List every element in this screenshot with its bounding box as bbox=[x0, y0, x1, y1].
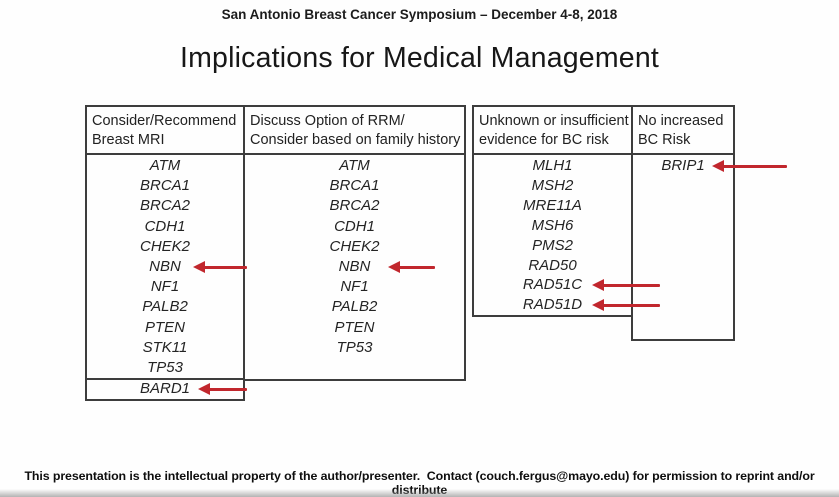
column-consider-recommend-breast-mri: Consider/Recommend Breast MRI ATM BRCA1 … bbox=[85, 105, 245, 401]
gene-label: CHEK2 bbox=[139, 237, 191, 255]
gene-label: PALB2 bbox=[142, 298, 188, 316]
gene-label: PTEN bbox=[334, 318, 375, 336]
column-header-line: No increased bbox=[638, 113, 724, 129]
gene-label: PTEN bbox=[144, 318, 185, 336]
page-title: Implications for Medical Management bbox=[179, 42, 660, 74]
arrow-head bbox=[712, 160, 724, 172]
gene-label: NBN bbox=[149, 258, 181, 276]
gene-label: RAD51C bbox=[522, 276, 583, 294]
gene-label: TP53 bbox=[147, 359, 183, 377]
column-header: No increased BC Risk bbox=[633, 107, 733, 155]
column-header: Consider/Recommend Breast MRI bbox=[87, 107, 243, 155]
gene-label: BRCA2 bbox=[329, 197, 380, 215]
arrow-shaft bbox=[398, 266, 435, 270]
gene-label: RAD50 bbox=[528, 256, 577, 274]
appended-gene-row: BARD1 bbox=[87, 378, 243, 397]
arrow-head bbox=[198, 383, 210, 395]
arrow-shaft bbox=[602, 284, 660, 288]
red-arrow-icon-rad51d bbox=[592, 299, 660, 312]
red-arrow-icon-nbn-col2 bbox=[388, 261, 435, 274]
gene-label: MLH1 bbox=[532, 157, 573, 174]
gene-label: PMS2 bbox=[532, 236, 573, 254]
gene-list: ATM BRCA1 BRCA2 CDH1 CHEK2 NBN NF1 PALB2… bbox=[245, 155, 464, 358]
red-arrow-icon-bard1 bbox=[198, 383, 247, 396]
conference-header: San Antonio Breast Cancer Symposium – De… bbox=[221, 7, 618, 22]
gene-label: CHEK2 bbox=[329, 237, 380, 255]
gene-label: PALB2 bbox=[331, 298, 378, 316]
arrow-head bbox=[592, 299, 604, 311]
gene-list: MLH1 MSH2 MRE11A MSH6 PMS2 RAD50 RAD51C … bbox=[474, 155, 631, 315]
column-header-line: Discuss Option of RRM/ bbox=[250, 113, 405, 129]
bottom-edge-band bbox=[0, 489, 839, 497]
arrow-shaft bbox=[602, 304, 660, 308]
gene-label: ATM bbox=[149, 157, 181, 174]
column-header: Unknown or insufficient evidence for BC … bbox=[474, 107, 631, 155]
gene-label: RAD51D bbox=[522, 296, 583, 314]
arrow-head bbox=[592, 279, 604, 291]
column-no-increased-bc-risk: No increased BC Risk BRIP1 bbox=[631, 105, 735, 341]
gene-label: TP53 bbox=[336, 338, 373, 356]
column-unknown-or-insufficient-evidence: Unknown or insufficient evidence for BC … bbox=[472, 105, 633, 317]
gene-list: BRIP1 bbox=[633, 155, 733, 176]
gene-label: NBN bbox=[338, 258, 371, 276]
gene-label: BRCA2 bbox=[139, 197, 191, 215]
column-header-line: Consider/Recommend bbox=[92, 113, 237, 129]
arrow-shaft bbox=[722, 165, 787, 169]
gene-label: CDH1 bbox=[144, 217, 186, 235]
gene-label: NF1 bbox=[150, 278, 180, 296]
arrow-head bbox=[388, 261, 400, 273]
column-header-line: Consider based on family history bbox=[250, 132, 461, 148]
arrow-head bbox=[193, 261, 205, 273]
gene-list: ATM BRCA1 BRCA2 CDH1 CHEK2 NBN NF1 PALB2… bbox=[87, 155, 243, 378]
red-arrow-icon-nbn-col1 bbox=[193, 261, 247, 274]
column-discuss-option-of-rrm: Discuss Option of RRM/ Consider based on… bbox=[243, 105, 466, 381]
gene-label: MRE11A bbox=[523, 196, 582, 214]
gene-label: MSH2 bbox=[531, 176, 574, 194]
gene-label: BRCA1 bbox=[329, 177, 380, 195]
gene-label: BRIP1 bbox=[661, 157, 705, 174]
column-header-line: BC Risk bbox=[638, 132, 691, 148]
gene-label: MSH6 bbox=[531, 216, 574, 234]
column-header-line: Unknown or insufficient bbox=[479, 113, 629, 129]
red-arrow-icon-rad51c bbox=[592, 279, 660, 292]
gene-label: NF1 bbox=[340, 278, 369, 296]
arrow-shaft bbox=[208, 388, 247, 392]
gene-label: STK11 bbox=[142, 338, 188, 356]
column-header-line: evidence for BC risk bbox=[479, 132, 609, 148]
gene-label: CDH1 bbox=[334, 217, 375, 235]
column-header-line: Breast MRI bbox=[92, 132, 165, 148]
gene-label: BRCA1 bbox=[139, 177, 191, 195]
arrow-shaft bbox=[203, 266, 247, 270]
red-arrow-icon-brip1 bbox=[712, 160, 787, 173]
column-header: Discuss Option of RRM/ Consider based on… bbox=[245, 107, 464, 155]
gene-label: ATM bbox=[339, 157, 370, 174]
